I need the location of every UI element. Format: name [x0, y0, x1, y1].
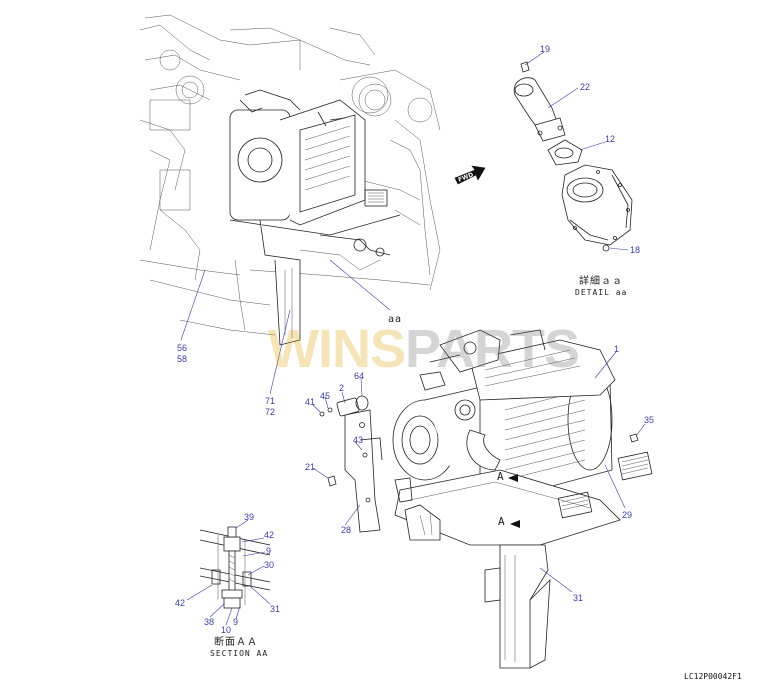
callout-2[interactable]: 2 [339, 383, 345, 393]
callout-s42a[interactable]: 42 [264, 530, 275, 540]
callout-22[interactable]: 22 [580, 82, 591, 92]
a-mark-2: A [498, 515, 506, 528]
callout-s9a[interactable]: 9 [266, 546, 272, 556]
callout-35[interactable]: 35 [644, 415, 655, 425]
engine-background [139, 14, 441, 336]
callout-64[interactable]: 64 [354, 371, 365, 381]
callout-18[interactable]: 18 [630, 245, 641, 255]
callout-72[interactable]: 72 [265, 407, 276, 417]
a-mark-1: A [497, 470, 505, 483]
upper-dpf-assembly [229, 89, 401, 346]
callout-s39[interactable]: 39 [244, 512, 255, 522]
callout-43[interactable]: 43 [353, 435, 364, 445]
watermark-part2: PARTS [405, 319, 580, 379]
callout-29[interactable]: 29 [622, 510, 633, 520]
detail-title-en: DETAIL aa [575, 288, 628, 297]
callout-45[interactable]: 45 [320, 391, 331, 401]
callout-1[interactable]: 1 [614, 344, 620, 354]
section-title-jp: 断面ＡＡ [214, 637, 258, 648]
callout-12[interactable]: 12 [605, 134, 616, 144]
callout-s42b[interactable]: 42 [175, 598, 186, 608]
callout-58[interactable]: 58 [177, 354, 188, 364]
main-dpf-assembly [180, 259, 653, 669]
detail-title-jp: 詳細ａａ [579, 276, 623, 287]
callout-31[interactable]: 31 [573, 593, 584, 603]
callout-41[interactable]: 41 [305, 397, 316, 407]
callout-s31[interactable]: 31 [270, 604, 281, 614]
callout-19[interactable]: 19 [540, 44, 551, 54]
drawing-code: LC12P00042F1 [684, 672, 742, 681]
callout-s10[interactable]: 10 [221, 625, 232, 635]
callout-28[interactable]: 28 [341, 525, 352, 535]
callout-s9b[interactable]: 9 [233, 617, 239, 627]
watermark-wins: WINSPARTS [268, 318, 580, 380]
section-title-en: SECTION AA [210, 649, 269, 658]
callout-s30[interactable]: 30 [264, 560, 275, 570]
callout-71[interactable]: 71 [265, 396, 276, 406]
callout-21[interactable]: 21 [305, 462, 316, 472]
cab-frame [351, 76, 431, 276]
section-aa-view [186, 519, 271, 626]
callout-56[interactable]: 56 [177, 343, 188, 353]
detail-aa-view [454, 51, 633, 252]
aa-mark: aa [388, 314, 403, 325]
callout-s38[interactable]: 38 [204, 617, 215, 627]
watermark-part1: WINS [268, 319, 406, 379]
